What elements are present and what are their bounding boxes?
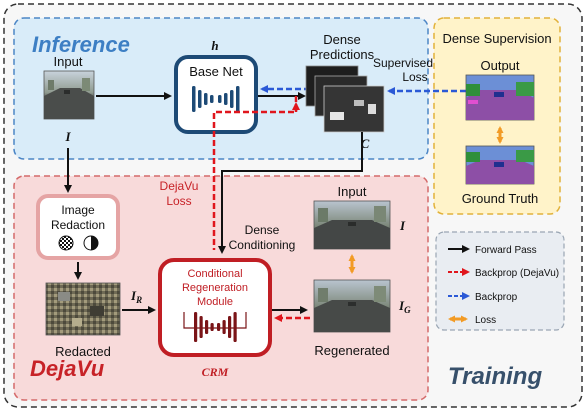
half-circle-icon (83, 235, 99, 251)
legend-item-loss: Loss (448, 315, 496, 326)
legend-label: Forward Pass (475, 245, 537, 256)
crm-label-2: Regeneration (182, 282, 248, 294)
legend-label: Backprop (475, 292, 518, 303)
dense-supervision-title: Dense Supervision (442, 31, 551, 46)
redacted-label: Redacted (55, 344, 111, 359)
regenerated-symbol: IG (398, 298, 411, 315)
input-label: Input (54, 54, 83, 69)
supervised-loss-label-1: Supervised (373, 56, 433, 70)
dejavu-input-label: Input (338, 184, 367, 199)
crm-skip-connection (183, 312, 247, 329)
ground-truth-label: Ground Truth (462, 191, 539, 206)
net-symbol: h (211, 38, 218, 53)
dejavu-input-image (313, 200, 391, 250)
legend-label: Backprop (DejaVu) (475, 268, 559, 279)
dense-conditioning-label-2: Conditioning (229, 238, 296, 252)
dense-conditioning-label-1: Dense (245, 223, 280, 237)
crm-label-1: Conditional (187, 268, 242, 280)
dejavu-loss-label-2: Loss (166, 194, 191, 208)
redaction-label-2: Redaction (51, 218, 105, 232)
redacted-image (45, 282, 121, 336)
dense-predictions-stack (305, 65, 385, 133)
dense-predictions-symbol: C (361, 136, 370, 151)
legend-label: Loss (475, 315, 496, 326)
ground-truth-image (465, 145, 535, 185)
dense-conditioning-arrow (218, 132, 363, 254)
crm-block: Conditional Regeneration Module (158, 258, 272, 357)
input-symbol: I (64, 129, 71, 144)
regenerated-label: Regenerated (314, 343, 389, 358)
image-redaction-block: Image Redaction (36, 194, 120, 260)
legend-item-forward: Forward Pass (448, 245, 537, 256)
output-label: Output (480, 58, 519, 73)
dejavu-title: DejaVu (30, 356, 105, 381)
dense-predictions-label-2: Predictions (310, 47, 375, 62)
output-image (465, 74, 535, 121)
legend-panel (435, 231, 565, 331)
base-net-block: Base Net (174, 55, 258, 134)
dejavu-loss-label-1: DejaVu (160, 179, 199, 193)
input-image (43, 70, 95, 120)
legend-item-backprop: Backprop (448, 292, 518, 303)
crm-symbol: CRM (202, 365, 229, 379)
training-title: Training (448, 363, 543, 390)
dejavu-input-symbol: I (399, 218, 406, 233)
base-net-label: Base Net (189, 64, 243, 79)
inference-title: Inference (32, 32, 130, 57)
legend-item-backprop-dejavu: Backprop (DejaVu) (448, 268, 559, 279)
encoder-decoder-icon (192, 86, 240, 112)
crm-label-3: Module (197, 296, 233, 308)
supervised-loss-label-2: Loss (402, 70, 427, 84)
dejavu-backprop-path (212, 96, 298, 250)
checker-icon (58, 235, 74, 251)
regenerated-image (313, 279, 391, 333)
redaction-label-1: Image (61, 203, 95, 217)
redacted-symbol: IR (130, 288, 142, 305)
dense-predictions-label-1: Dense (323, 32, 361, 47)
crm-encoder-decoder-icon (194, 312, 237, 342)
